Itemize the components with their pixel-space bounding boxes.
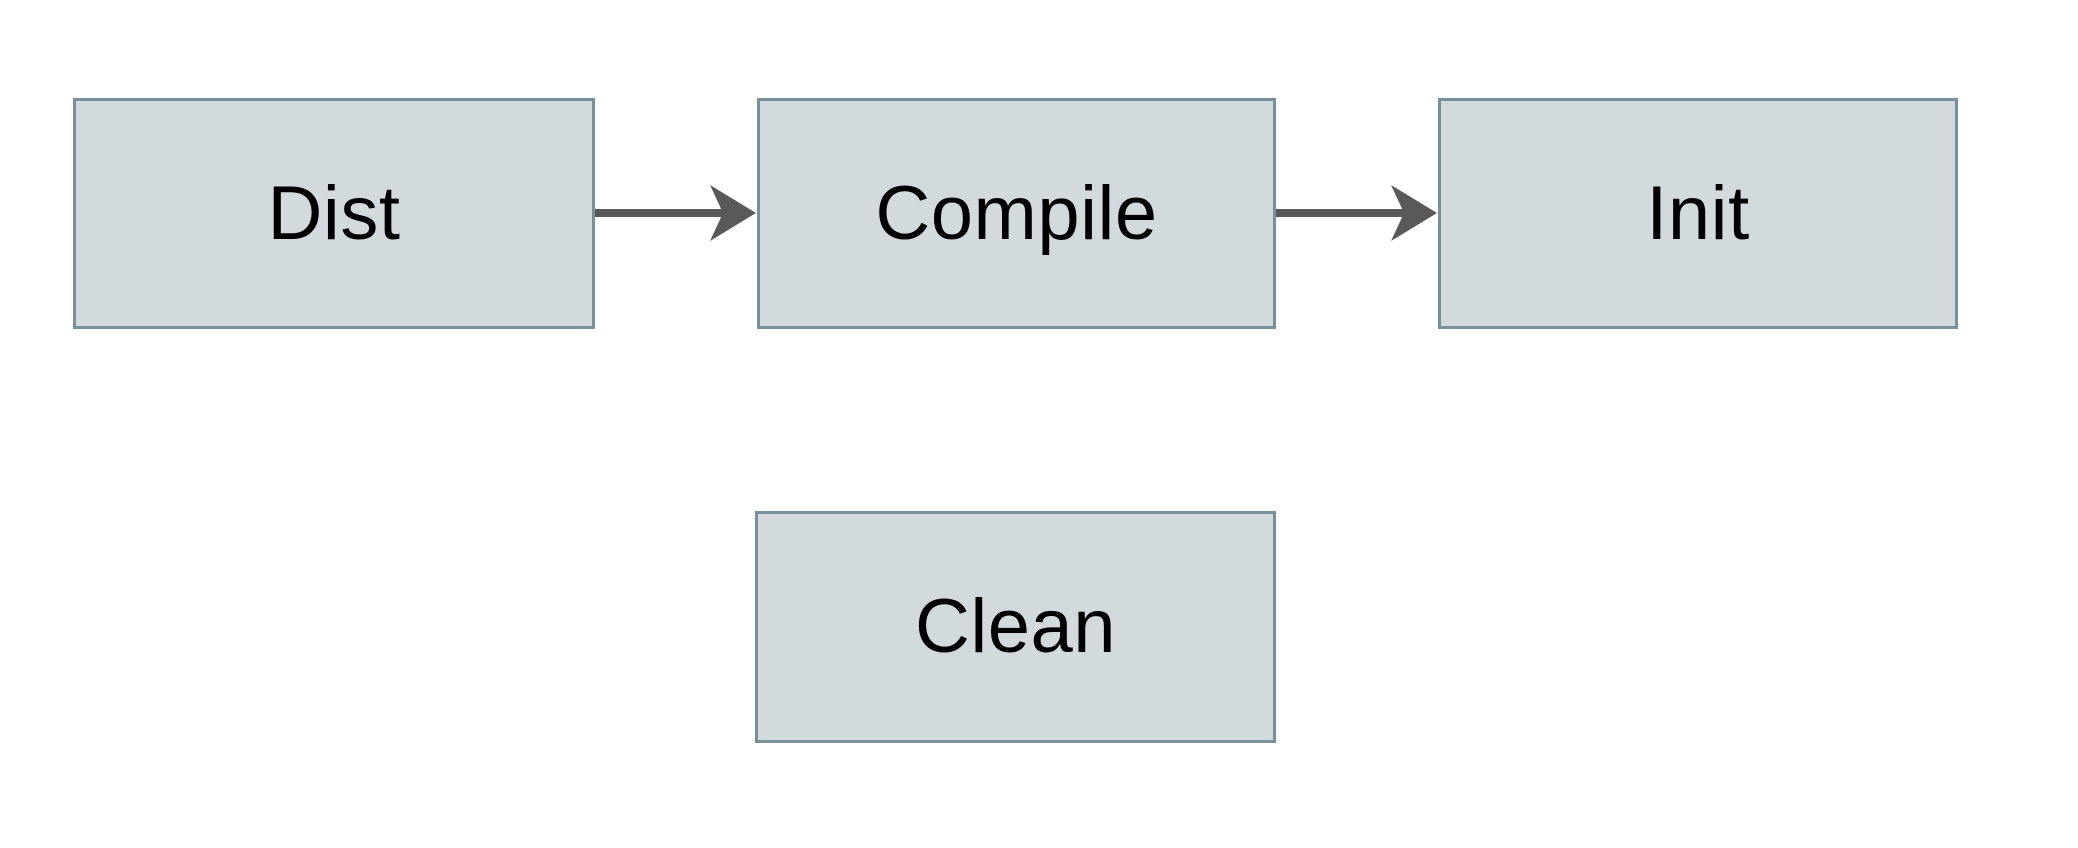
arrowhead-icon xyxy=(1391,185,1437,241)
arrowhead-icon xyxy=(710,185,756,241)
node-init-label: Init xyxy=(1646,170,1750,256)
node-clean[interactable]: Clean xyxy=(755,511,1276,743)
node-compile-label: Compile xyxy=(875,170,1158,256)
arrow-dist-to-compile xyxy=(595,185,756,241)
node-clean-label: Clean xyxy=(914,584,1117,669)
node-dist-label: Dist xyxy=(267,170,401,256)
node-compile[interactable]: Compile xyxy=(757,98,1276,329)
arrow-compile-to-init xyxy=(1276,185,1437,241)
node-init[interactable]: Init xyxy=(1438,98,1958,329)
node-dist[interactable]: Dist xyxy=(73,98,595,329)
